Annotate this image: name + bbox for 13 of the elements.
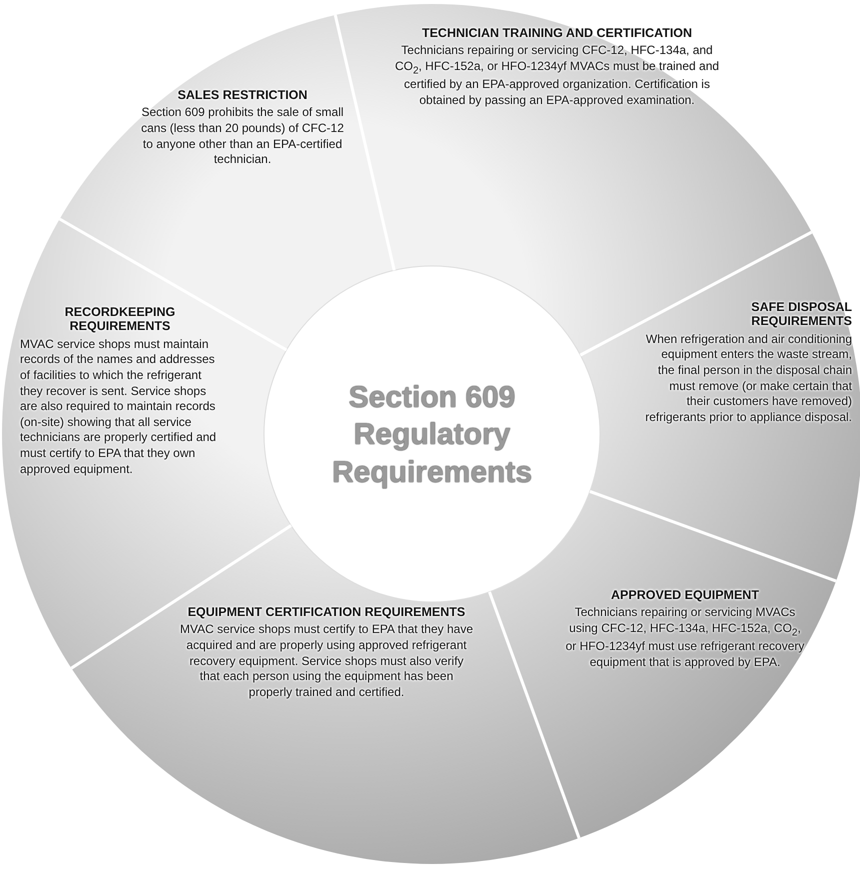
- segment-heading: SALES RESTRICTION: [176, 88, 308, 102]
- segment-heading: APPROVED EQUIPMENT: [610, 588, 760, 602]
- segment-text: When refrigeration and air conditioning equipment enters the waste stream, the final person in the disposal chain must remove (or make certain that their customers have removed) refrigerants prior to appliance disposal.: [645, 332, 852, 426]
- segment-heading: EQUIPMENT CERTIFICATION REQUIREMENTS: [186, 605, 466, 620]
- segment-text: Section 609 prohibits the sale of small cans (less than 20 pounds) of CFC-12 to anyone other than an EPA-certified technician.: [140, 105, 345, 168]
- segment-heading: SAFE DISPOSAL REQUIREMENTS: [750, 300, 852, 329]
- segment-text: Technicians repairing or servicing MVACs using CFC-12, HFC-134a, HFC-152a, CO$_{2}$, or HFO-1234yf must use refrigerant recovery equipment that is approved by EPA.: [565, 605, 805, 671]
- segment-text: Technicians repairing or servicing CFC-12, HFC-134a, and CO$_{2}$, HFC-152a, or HFO-1234yf MVACs must be trained and certified by an EPA-approved organization. Certification is obtained by passing an EPA-approved examination.: [394, 43, 720, 109]
- segment-text: MVAC service shops must certify to EPA that they have acquired and are properly using approved refrigerant recovery equipment. Service shops must also verify that each person using the equipment has been properly trained and certified.: [178, 622, 474, 700]
- segment-heading: RECORDKEEPING REQUIREMENTS: [64, 305, 176, 334]
- segment-text: MVAC service shops must maintain records of the names and addresses of facilities to which the refrigerant they recover is sent. Service shops are also required to maintain records (on-site) showing that all service technicians are properly certified and must certify to EPA that they own approved equipment.: [20, 336, 218, 478]
- center-title: Section 609 Regulatory Requirements: [330, 380, 534, 491]
- segment-heading: TECHNICIAN TRAINING AND CERTIFICATION: [420, 26, 694, 40]
